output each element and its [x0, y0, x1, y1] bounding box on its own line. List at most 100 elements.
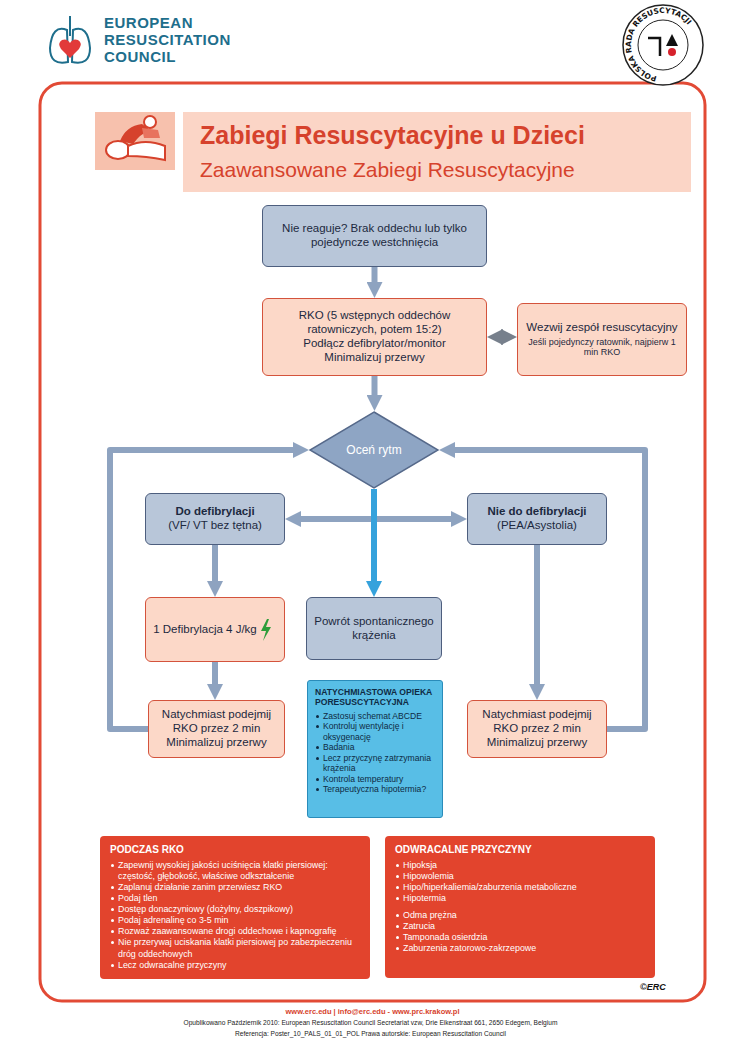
flow-arrow: [447, 450, 645, 729]
bullet-dot: [396, 886, 399, 889]
list-item: Kontrola temperatury: [315, 774, 435, 784]
list-item: Tamponada osierdzia: [395, 932, 645, 943]
bullet-dot: [396, 897, 399, 900]
list-item: Zaplanuj działanie zanim przerwiesz RKO: [110, 882, 360, 893]
bullet-dot: [396, 936, 399, 939]
node-text: Nie do defibrylacji: [487, 505, 586, 519]
reversible-causes-panel: ODWRACALNE PRZYCZYNYHipoksjaHipowolemiaH…: [385, 836, 655, 978]
list-item: Hipowolemia: [395, 871, 645, 882]
copyright-mark: ©ERC: [640, 982, 666, 992]
bullet-dot: [111, 919, 114, 922]
node-text: RKO (5 wstępnych oddechów ratowniczych, …: [269, 309, 480, 337]
prc-logo: POLSKA RADA RESUSCYTACJI: [623, 5, 703, 85]
decision-diamond: Oceń rytm: [309, 411, 439, 489]
list-item: Podaj adrenalinę co 3-5 min: [110, 915, 360, 926]
bullet-dot: [316, 788, 319, 791]
list-item: Podaj tlen: [110, 893, 360, 904]
node-text: Nie reaguje? Brak oddechu lub tylko poje…: [269, 222, 480, 250]
bullet-dot: [396, 947, 399, 950]
list-item: Hipotermia: [395, 893, 645, 904]
node-text: (PEA/Asystolia): [497, 519, 577, 533]
bullet-dot: [316, 778, 319, 781]
non-shockable-box: Nie do defibrylacji(PEA/Asystolia): [467, 493, 607, 545]
bullet-dot: [111, 941, 114, 944]
panel-heading: PODCZAS RKO: [110, 844, 360, 857]
flow-arrow: [371, 489, 377, 589]
node-text: Jeśli pojedynczy ratownik, najpierw 1 mi…: [524, 337, 680, 359]
start-box: Nie reaguje? Brak oddechu lub tylko poje…: [262, 205, 487, 267]
list-item: Lecz przyczynę zatrzymania krążenia: [315, 753, 435, 774]
panel-heading: ODWRACALNE PRZYCZYNY: [395, 844, 645, 857]
svg-text:POLSKA RADA RESUSCYTACJI: POLSKA RADA RESUSCYTACJI: [624, 6, 694, 83]
list-item: Rozważ zaawansowane drogi oddechowe i ka…: [110, 926, 360, 937]
cpr-box: Natychmiast podejmij RKO przez 2 minMini…: [467, 700, 607, 758]
shockable-box: Do defibrylacji(VF/ VT bez tętna): [145, 493, 285, 545]
resuscitation-illustration: [95, 112, 175, 170]
list-item: Hipo/hiperkaliemia/zaburzenia metabolicz…: [395, 882, 645, 893]
poster-subtitle: Zaawansowane Zabiegi Resuscytacyjne: [200, 158, 575, 182]
node-text: Do defibrylacji: [175, 505, 254, 519]
bullet-dot: [111, 908, 114, 911]
list-item: Zapewnij wysokiej jakości uciśnięcia kla…: [110, 860, 360, 882]
list-item: Zatrucia: [395, 921, 645, 932]
list-item: Badania: [315, 742, 435, 752]
during-cpr-panel: PODCZAS RKO Zapewnij wysokiej jakości uci…: [100, 836, 370, 979]
bullet-dot: [111, 897, 114, 900]
node-text: Minimalizuj przerwy: [166, 736, 266, 750]
bullet-dot: [396, 925, 399, 928]
diamond-outline: [310, 412, 438, 488]
flow-arrow: [372, 376, 378, 403]
flow-arrow: [212, 662, 218, 692]
bullet-dot: [396, 914, 399, 917]
node-text: Podłącz defibrylator/monitor: [303, 337, 446, 351]
organisation-name: EUROPEAN RESUSCITATION COUNCIL: [104, 15, 254, 65]
post-care-box: NATYCHMIASTOWA OPIEKA PORESUSCYTACYJNAZa…: [307, 680, 443, 818]
node-text: (VF/ VT bez tętna): [168, 519, 262, 533]
defibrillation-box: 1 Defibrylacja 4 J/kg: [145, 597, 285, 662]
node-text: Powrót spontanicznego krążenia: [313, 615, 435, 643]
bullet-dot: [111, 886, 114, 889]
list-item: Odma prężna: [395, 910, 645, 921]
flow-arrow: [372, 267, 378, 290]
list-item: Nie przerywaj uciskania klatki piersiowe…: [110, 937, 360, 959]
bullet-dot: [111, 930, 114, 933]
cpr-box: Natychmiast podejmij RKO przez 2 minMini…: [148, 700, 285, 758]
process-box: RKO (5 wstępnych oddechów ratowniczych, …: [262, 298, 487, 376]
list-item: Lecz odwracalne przyczyny: [110, 960, 360, 971]
call-team-box: Wezwij zespół resuscytacyjnyJeśli pojedy…: [517, 303, 687, 376]
node-text: Wezwij zespół resuscytacyjny: [526, 321, 677, 335]
flow-arrow: [110, 450, 301, 729]
title-band: [183, 112, 691, 192]
node-text: Minimalizuj przerwy: [324, 351, 424, 365]
node-text: Natychmiast podejmij RKO przez 2 min: [155, 708, 278, 736]
bullet-dot: [316, 715, 319, 718]
erc-logo: [50, 16, 90, 63]
rosc-box: Powrót spontanicznego krążenia: [306, 597, 442, 660]
bullet-dot: [396, 864, 399, 867]
logo-ring-text: POLSKA RADA RESUSCYTACJI: [624, 6, 694, 83]
node-text: Oceń rytm: [346, 443, 401, 457]
list-item: Zastosuj schemat ABCDE: [315, 711, 435, 721]
node-text: Minimalizuj przerwy: [487, 736, 587, 750]
flow-arrow: [534, 545, 540, 692]
bullet-dot: [316, 746, 319, 749]
node-text: Natychmiast podejmij RKO przez 2 min: [474, 708, 600, 736]
flow-arrow: [212, 545, 218, 589]
bullet-dot: [111, 964, 114, 967]
footer-note: Opublikowano Październik 2010: European …: [20, 1019, 721, 1026]
footer-links: www.erc.edu | info@erc.edu - www.prc.kra…: [40, 1007, 705, 1016]
list-item: Zaburzenia zatorowo-zakrzepowe: [395, 943, 645, 954]
flow-arrow: [293, 489, 374, 519]
list-item: Hipoksja: [395, 860, 645, 871]
bullet-dot: [396, 875, 399, 878]
shock-symbol: [258, 618, 274, 642]
flow-arrow: [495, 334, 509, 340]
list-item: Terapeutyczna hipotermia?: [315, 784, 435, 794]
bullet-dot: [111, 864, 114, 867]
bullet-dot: [316, 757, 319, 760]
list-item: Dostęp donaczyniowy (dożylny, doszpikowy…: [110, 904, 360, 915]
poster-title: Zabiegi Resuscytacyjne u Dzieci: [200, 121, 585, 150]
list-item: Kontroluj wentylację i oksygenację: [315, 721, 435, 742]
footer-note: Referencja: Poster_10_PALS_01_01_POL Pra…: [20, 1030, 721, 1037]
